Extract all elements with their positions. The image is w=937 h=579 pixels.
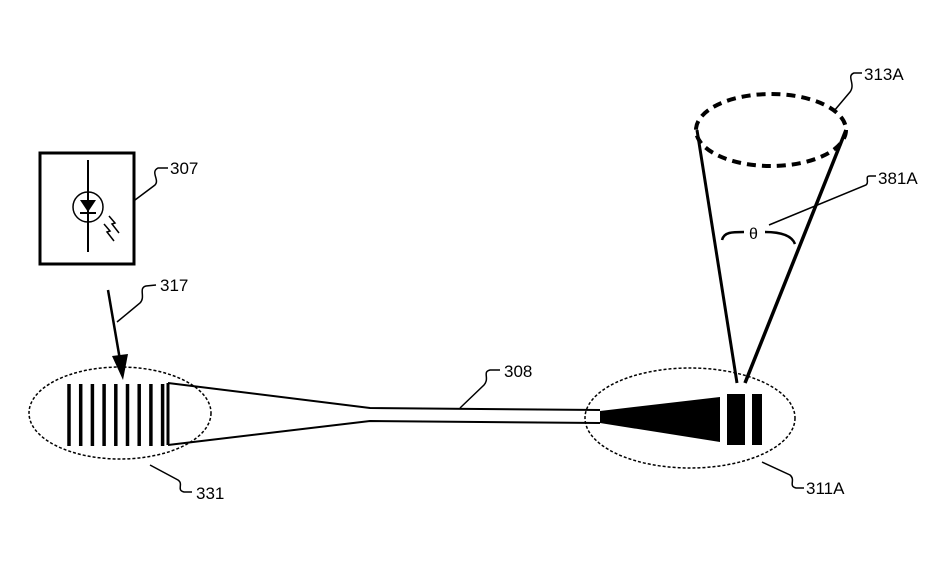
label-331: 331: [196, 484, 224, 503]
label-313A: 313A: [864, 65, 904, 84]
label-311A: 311A: [806, 479, 845, 498]
leader-381A: [768, 175, 876, 226]
leader-317: [116, 284, 157, 323]
angle-arc-left: [720, 230, 745, 241]
output-coupler-region: [584, 367, 796, 469]
input-beam-arrow: [106, 289, 122, 361]
leader-308: [459, 369, 500, 409]
label-307: 307: [170, 159, 198, 178]
led-icon: [72, 191, 104, 223]
label-381A: 381A: [878, 169, 918, 188]
leader-313A: [833, 72, 862, 112]
cone-edge-right: [743, 129, 848, 384]
output-element: [752, 394, 762, 445]
output-taper: [600, 397, 720, 442]
waveguide-308: [167, 382, 601, 446]
leader-307: [134, 167, 168, 201]
output-spot-313A: [694, 92, 848, 168]
angle-arc-right: [764, 230, 797, 245]
input-coupler-region: [28, 366, 212, 460]
leader-331: [149, 464, 192, 493]
label-308: 308: [504, 362, 532, 381]
light-emission-arrow-icon: [108, 215, 120, 234]
theta-symbol: θ: [749, 226, 758, 243]
leader-311A: [761, 461, 804, 489]
output-element: [727, 394, 745, 445]
label-317: 317: [160, 276, 188, 295]
light-source-307: [38, 151, 136, 266]
grating-lines: [67, 384, 165, 446]
cone-edge-left: [695, 129, 739, 384]
